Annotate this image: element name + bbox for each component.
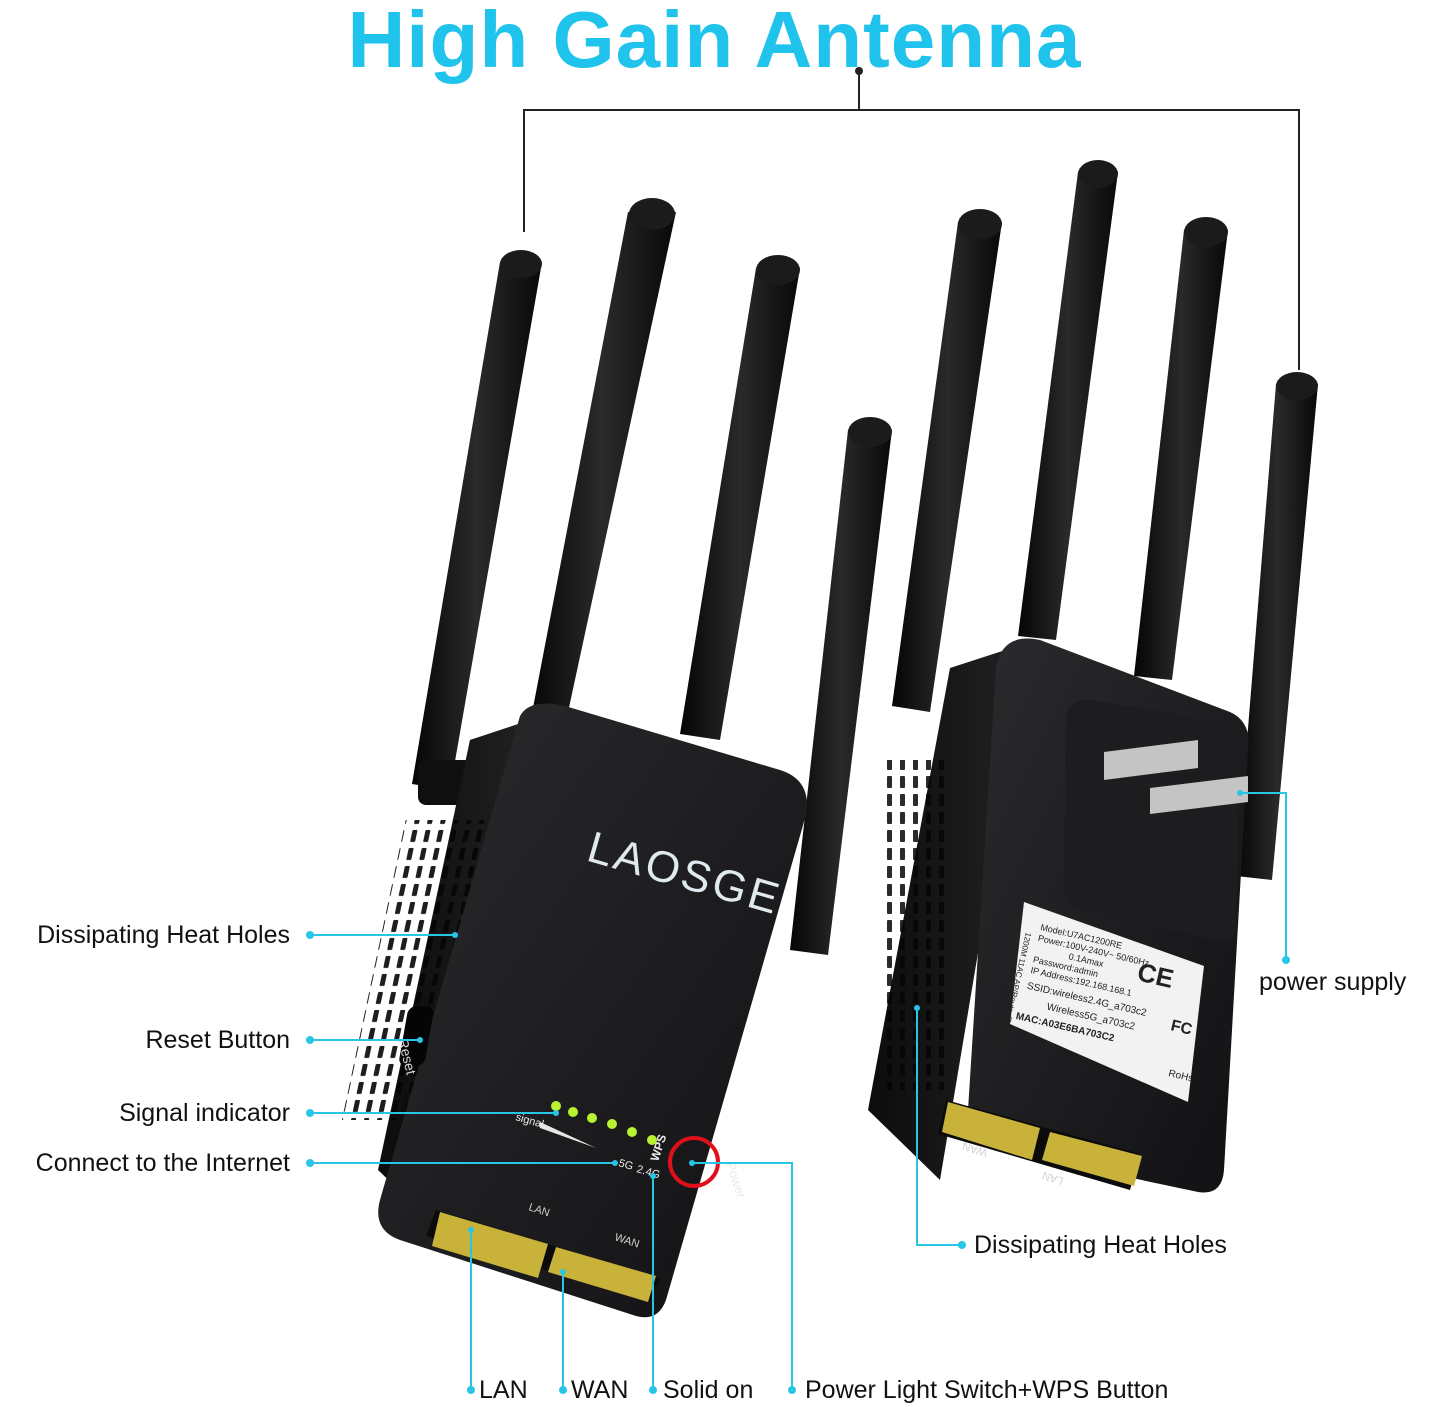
callout-reset-button: Reset Button <box>145 1026 290 1054</box>
power-plug-prong <box>1150 776 1248 814</box>
callout-solid-on: Solid on <box>663 1376 754 1404</box>
power-label: Power <box>723 1160 749 1200</box>
power-plug-housing <box>1064 699 1240 941</box>
callout-lan: LAN <box>479 1376 528 1404</box>
front-antennas <box>412 198 892 955</box>
product-label-sticker: Model:U7AC1200RE Power:100V-240V~ 50/60H… <box>997 902 1204 1102</box>
reset-button[interactable] <box>398 1006 435 1066</box>
back-port-label-lan: LAN <box>1041 1169 1065 1187</box>
callout-power-supply: power supply <box>1259 968 1407 996</box>
callout-dots <box>306 790 1290 1394</box>
back-antennas <box>892 160 1318 880</box>
callout-signal-indicator: Signal indicator <box>119 1099 290 1127</box>
back-device: Model:U7AC1200RE Power:100V-240V~ 50/60H… <box>868 160 1318 1193</box>
headline-title: High Gain Antenna <box>347 0 1082 84</box>
callout-wan: WAN <box>571 1376 629 1404</box>
antenna-bracket <box>523 67 1300 370</box>
fcc-mark: FC <box>1169 1017 1194 1038</box>
signal-leds <box>551 1101 657 1145</box>
callout-power-wps: Power Light Switch+WPS Button <box>805 1376 1169 1404</box>
band-label-5g: 5G <box>617 1157 634 1173</box>
callout-dissipating-heat-holes-right: Dissipating Heat Holes <box>974 1231 1227 1259</box>
callout-lines <box>310 792 1287 1390</box>
callout-dissipating-heat-holes-left: Dissipating Heat Holes <box>37 921 290 949</box>
rohs-mark: RoHs <box>1167 1068 1194 1084</box>
front-device: LAOSGE signal 5G 2.4G WPS Power Reset LA… <box>341 198 892 1318</box>
callout-connect-internet: Connect to the Internet <box>35 1149 290 1177</box>
